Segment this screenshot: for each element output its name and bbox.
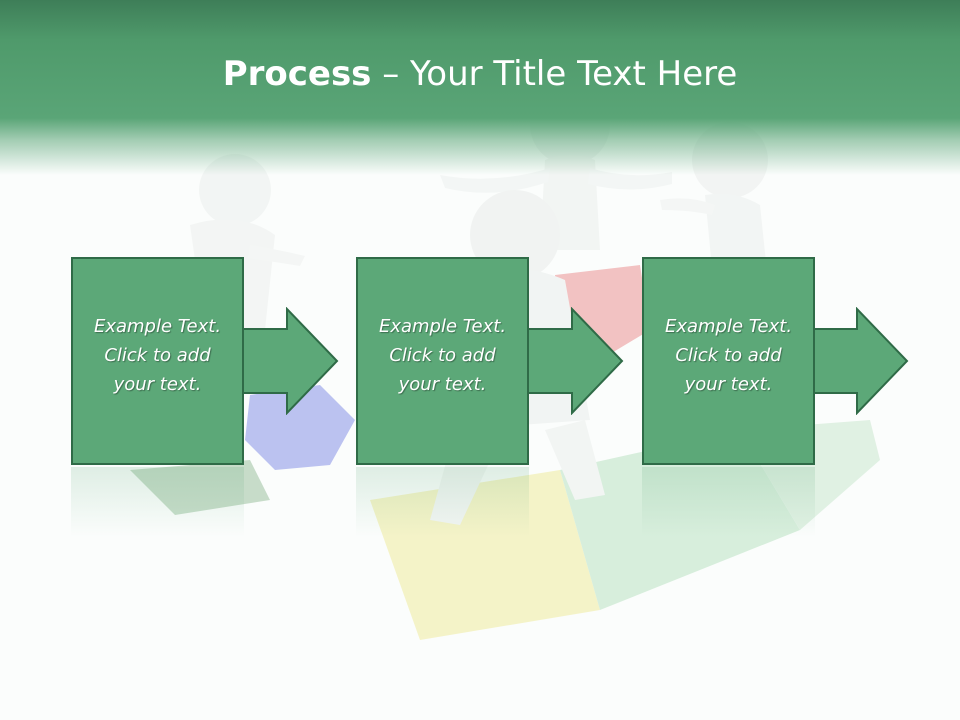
step-reflection-2 (356, 467, 529, 537)
page-title[interactable]: Process – Your Title Text Here (0, 52, 960, 96)
step-arrow-3 (813, 307, 909, 415)
title-rest: – Your Title Text Here (371, 54, 738, 94)
step-text-2: Example Text. Click to add your text. (378, 316, 507, 395)
step-reflection-3 (642, 467, 815, 537)
header-band (0, 0, 960, 175)
step-arrow-1 (243, 307, 339, 415)
step-reflection-1 (71, 467, 244, 537)
step-arrow-2 (528, 307, 624, 415)
step-box-3[interactable]: Example Text. Click to add your text. (642, 257, 815, 465)
step-text-1: Example Text. Click to add your text. (93, 316, 222, 395)
step-box-2[interactable]: Example Text. Click to add your text. (356, 257, 529, 465)
title-bold: Process (222, 54, 372, 94)
step-text-3: Example Text. Click to add your text. (664, 316, 793, 395)
step-box-1[interactable]: Example Text. Click to add your text. (71, 257, 244, 465)
